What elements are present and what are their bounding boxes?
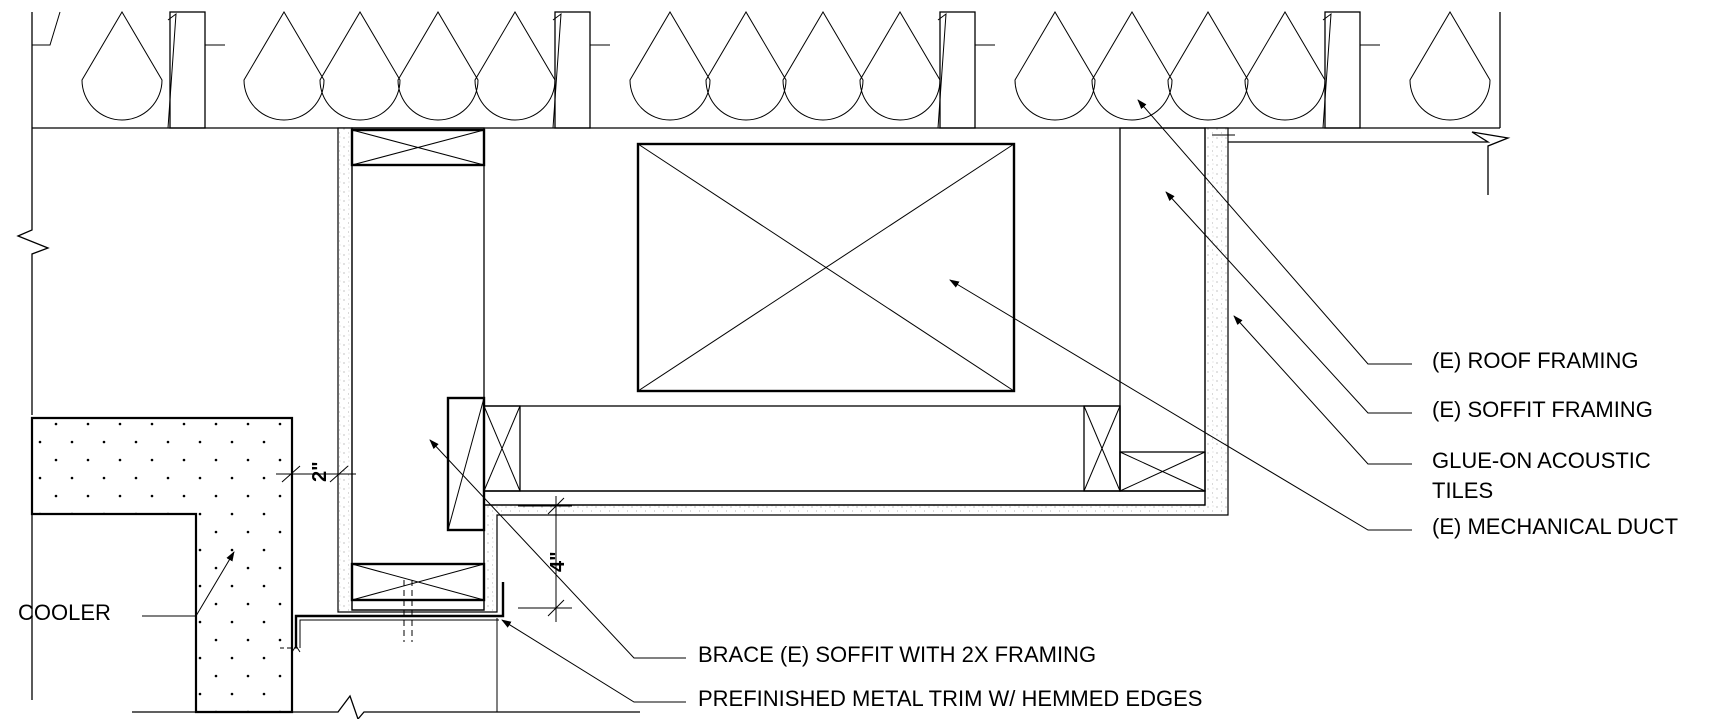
metal-trim [280, 580, 505, 712]
horizontal-blocking-right [1083, 405, 1121, 492]
mechanical-duct [636, 142, 1016, 393]
leader-soffit-framing [1165, 191, 1412, 414]
dimension-4in: 4" [518, 496, 572, 622]
roof-joist [937, 11, 995, 129]
leader-cooler [142, 551, 235, 617]
leader-acoustic-tiles [1233, 315, 1412, 465]
leader-roof-framing [1137, 99, 1412, 365]
label-soffit-framing: (E) SOFFIT FRAMING [1432, 397, 1653, 422]
floor-break-line [132, 694, 640, 719]
dim-2in-text: 2" [309, 461, 331, 482]
cooler-wall [30, 416, 294, 714]
leader-mechanical-duct [949, 279, 1412, 531]
label-mechanical-duct: (E) MECHANICAL DUCT [1432, 514, 1678, 539]
leader-brace [429, 439, 686, 659]
roof-insulation [81, 11, 1491, 121]
roof-joist [167, 11, 225, 129]
top-blocking [350, 128, 486, 167]
roof-joist [552, 11, 610, 129]
label-cooler: COOLER [18, 600, 111, 625]
dimension-2in: 2" [276, 461, 356, 483]
roof-framing-band [31, 11, 1501, 129]
wall-break-left [16, 128, 50, 415]
soffit-framing [351, 127, 1206, 611]
horizontal-blocking-left [483, 405, 521, 492]
label-roof-framing: (E) ROOF FRAMING [1432, 348, 1639, 373]
label-acoustic-tiles-2: TILES [1432, 478, 1493, 503]
dim-4in-text: 4" [547, 551, 569, 572]
label-acoustic-tiles-1: GLUE-ON ACOUSTIC [1432, 448, 1651, 473]
bottom-blocking [350, 562, 486, 602]
leader-metal-trim [501, 619, 686, 703]
ceiling-break-right [1228, 131, 1511, 195]
new-2x-brace [446, 396, 486, 532]
label-brace-soffit: BRACE (E) SOFFIT WITH 2X FRAMING [698, 642, 1096, 667]
label-metal-trim: PREFINISHED METAL TRIM W/ HEMMED EDGES [698, 686, 1202, 711]
roof-joist [1322, 11, 1380, 129]
